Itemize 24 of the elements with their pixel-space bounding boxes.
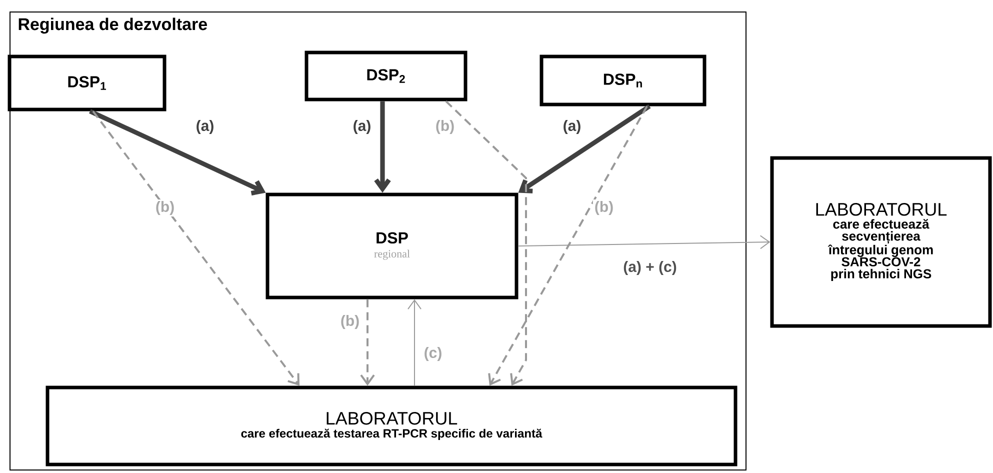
arrow [518, 104, 651, 194]
edge-label: (b) [434, 118, 456, 136]
arrow [92, 110, 300, 386]
edge-label: (c) [422, 346, 444, 362]
process-box: DSP$_{n}$ [540, 54, 706, 106]
arrow [89, 109, 266, 196]
edge-label: (a) [561, 118, 583, 136]
arrow [360, 299, 375, 386]
process-box: DSP$_{1}$ [8, 54, 166, 112]
edge-label: (b) [338, 314, 362, 330]
edge-label: (a) + (c) [622, 260, 678, 276]
arrow [408, 299, 422, 386]
edge-label: (b) [592, 200, 616, 216]
arrow [488, 106, 648, 386]
arrow [374, 101, 391, 193]
lab-box: LABORATORUL care efectuează testarea RT-PCR specific de variantă [46, 386, 738, 466]
lab-box: LABORATORUL care efectuează secvențierea întregului genom SARS-COV-2 prin tehnici NGS [770, 156, 992, 328]
edge-label: (a) [351, 118, 373, 136]
edge-label: (b) [154, 200, 176, 216]
process-box: DSP$_{2}$ [304, 50, 468, 102]
process-box: DSP regional [266, 192, 518, 300]
arrow [445, 100, 527, 386]
edge-label: (a) [194, 118, 216, 136]
arrow [518, 235, 770, 250]
